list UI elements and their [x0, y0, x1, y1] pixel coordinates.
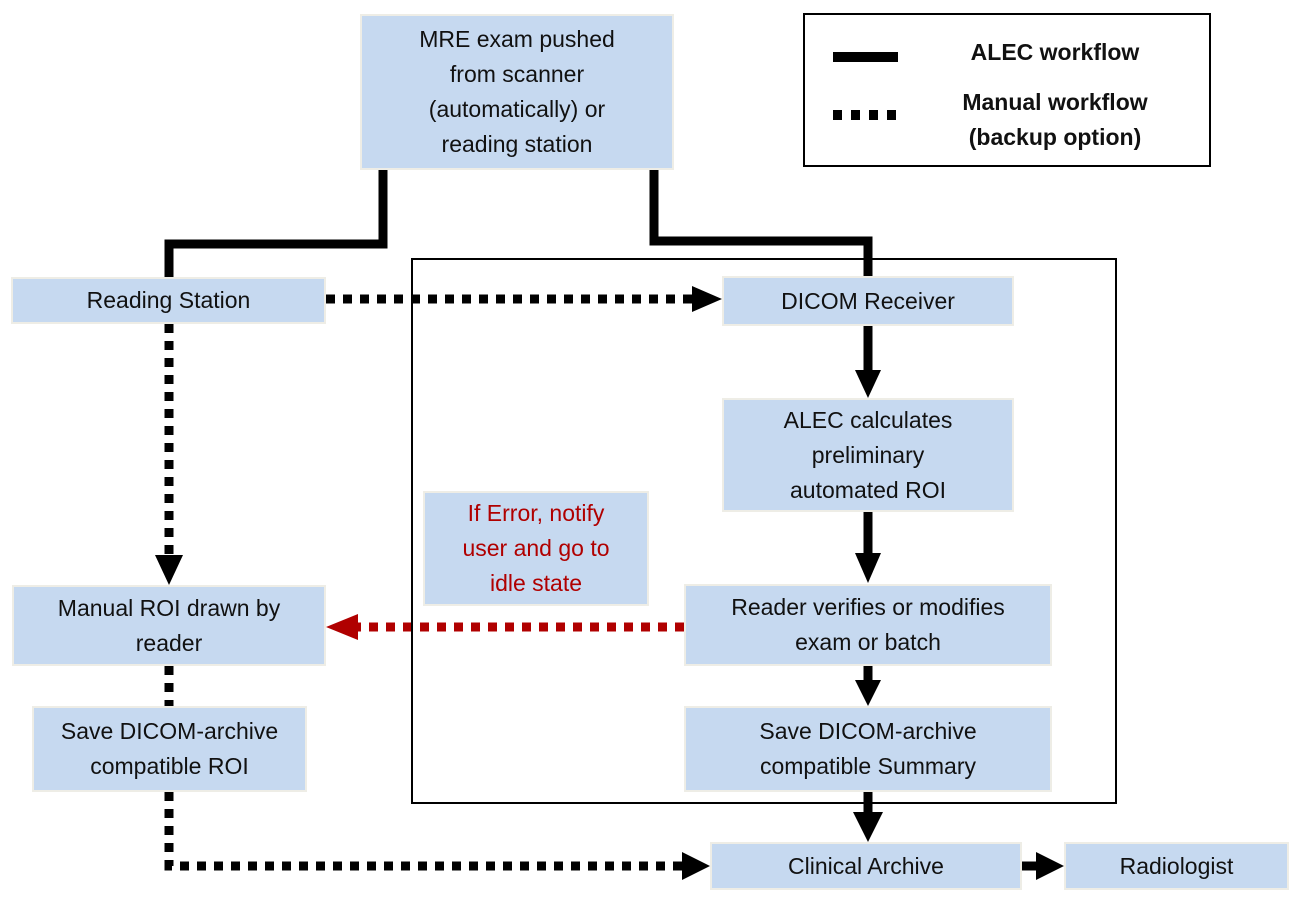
node-clinical-archive: Clinical Archive: [710, 842, 1022, 890]
arrowhead-to-clinical-archive-top: [853, 812, 883, 842]
node-dicom-receiver: DICOM Receiver: [722, 276, 1014, 326]
node-reading-station: Reading Station: [11, 277, 326, 324]
arrowhead-to-radiologist: [1036, 852, 1064, 880]
arrowhead-to-reader-verifies: [855, 553, 881, 583]
arrowhead-to-manual-roi: [155, 555, 183, 585]
arrowhead-to-alec: [855, 370, 881, 398]
node-reader-verifies: Reader verifies or modifies exam or batc…: [684, 584, 1052, 666]
node-save-summary: Save DICOM-archive compatible Summary: [684, 706, 1052, 792]
legend-manual-workflow-label: Manual workflow (backup option): [962, 89, 1148, 150]
legend-alec-workflow-label: ALEC workflow: [970, 39, 1140, 65]
dotted-connector-save-roi-to-archive: [164, 792, 685, 871]
node-save-roi: Save DICOM-archive compatible ROI: [32, 706, 307, 792]
arrowhead-to-save-summary: [855, 680, 881, 706]
node-manual-roi: Manual ROI drawn by reader: [12, 585, 326, 666]
arrowhead-to-clinical-archive-left: [682, 852, 710, 880]
node-radiologist: Radiologist: [1064, 842, 1289, 890]
node-error-notice: If Error, notify user and go to idle sta…: [423, 491, 649, 606]
node-mre-exam: MRE exam pushed from scanner (automatica…: [360, 14, 674, 170]
alec-system-boundary: [411, 258, 1117, 804]
arrowhead-to-dicom-receiver: [692, 286, 722, 312]
solid-connector-mre-to-reading-station: [164, 170, 388, 278]
legend: ALEC workflow Manual workflow (backup op…: [803, 13, 1211, 167]
legend-swatches: [833, 52, 898, 120]
red-arrowhead-to-manual-roi: [326, 614, 358, 640]
node-alec-calculates-roi: ALEC calculates preliminary automated RO…: [722, 398, 1014, 512]
